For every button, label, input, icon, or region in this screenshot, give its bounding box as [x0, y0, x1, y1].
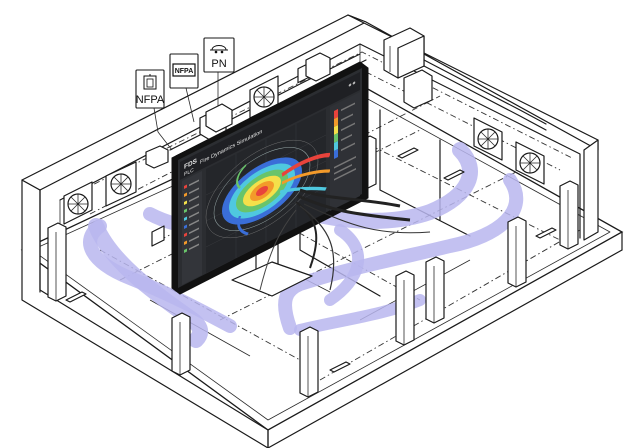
heatmap-plume — [205, 139, 331, 239]
app-sidebar — [182, 171, 202, 285]
sidebar-item-icon[interactable] — [184, 224, 187, 230]
fire-extinguisher-icon — [143, 74, 157, 90]
tag-label: PN — [211, 58, 226, 70]
sidebar-item-icon[interactable] — [184, 232, 187, 238]
app-screen: FDS PLC Fire Dynamics Simulation — [180, 72, 360, 285]
sidebar-item-icon[interactable] — [184, 200, 187, 206]
sidebar-item-icon[interactable] — [184, 248, 187, 254]
sidebar-item-icon[interactable] — [184, 240, 187, 246]
pillar — [559, 180, 579, 250]
nfpa-logo: NFPA — [172, 63, 196, 77]
window-menu-icon[interactable] — [348, 83, 352, 87]
screen-streamlines — [259, 188, 431, 291]
tag-hangers — [153, 70, 233, 151]
room-walls — [21, 14, 623, 448]
hard-hat-worker-icon — [210, 45, 228, 54]
tag-nfpa-logo: NFPA — [169, 53, 199, 89]
pillar — [299, 326, 319, 398]
app-logo-bottom: PLC — [184, 167, 194, 178]
color-legend — [334, 102, 356, 181]
pillar — [507, 216, 527, 288]
app-header — [180, 72, 360, 180]
pillar — [47, 222, 67, 302]
tag-nfpa-extinguisher: NFPA — [135, 69, 165, 109]
tag-label: NFPA — [136, 94, 165, 106]
wall-fan-right-1 — [473, 117, 503, 161]
sidebar-item-icon[interactable] — [184, 184, 187, 190]
window-minimize-icon[interactable] — [352, 81, 356, 85]
floor-vents — [65, 147, 557, 373]
wall-fan-right-2 — [515, 141, 545, 185]
sidebar-item-icon[interactable] — [184, 208, 187, 214]
pillar — [171, 312, 191, 376]
sidebar-items — [184, 179, 199, 254]
pillars — [47, 135, 579, 398]
tag-pn: PN — [203, 37, 235, 73]
sidebar-item-icon[interactable] — [184, 192, 187, 198]
pillar — [425, 256, 445, 324]
wall-fan-left-1 — [63, 181, 93, 225]
sidebar-item-icon[interactable] — [184, 216, 187, 222]
nfpa-logo-text: NFPA — [175, 68, 194, 75]
wall-fan-left-2 — [105, 161, 137, 207]
pillar — [395, 270, 415, 346]
